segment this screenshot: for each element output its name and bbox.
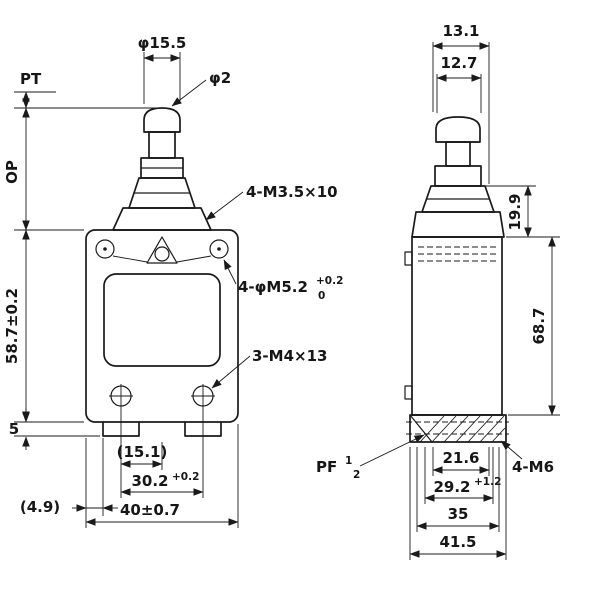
callout-mount-hole: 4-φM5.2 — [238, 278, 308, 296]
dim-41-5: 41.5 — [439, 533, 476, 551]
side-annotations: PF 1 2 4-M6 — [316, 434, 554, 481]
callout-mount-hole-tol-lower: 0 — [318, 290, 325, 302]
dim-pin-diameter: φ2 — [209, 69, 231, 87]
front-plunger — [112, 107, 212, 231]
switch-head — [411, 211, 505, 238]
dim-top-outer: 13.1 — [442, 22, 479, 40]
side-view: 13.1 12.7 19.9 68.7 21.6 29.2 + — [316, 22, 560, 560]
front-view: φ15.5 φ2 PT OP 58.7±0.2 5 — [3, 34, 343, 528]
conduit-hatching — [419, 415, 506, 443]
side-dimensions: 13.1 12.7 19.9 68.7 21.6 29.2 + — [409, 22, 560, 560]
body-outline — [85, 229, 239, 423]
head-ornament-triangle — [146, 236, 178, 264]
callout-conduit-frac-num: 1 — [345, 455, 352, 467]
dim-hole-span: 30.2 — [131, 472, 168, 490]
dim-body-width: 40±0.7 — [120, 501, 180, 519]
plunger-stem — [148, 131, 176, 159]
side-tab — [404, 385, 413, 400]
dim-operating-position-label: OP — [3, 160, 21, 184]
callout-conduit-frac-den: 2 — [353, 469, 360, 481]
side-tab — [404, 251, 413, 266]
head-screw-hole — [209, 239, 229, 259]
callout-mount-bolts: 4-M6 — [512, 458, 554, 476]
body-outline — [411, 236, 503, 416]
dim-29-2: 29.2 — [433, 478, 470, 496]
plunger-stem — [445, 141, 471, 167]
callout-conduit-thread: PF — [316, 458, 337, 476]
dim-hole-span-tol: +0.2 — [172, 471, 199, 483]
dim-foot-height: 5 — [9, 420, 19, 438]
dim-top-inner: 12.7 — [440, 54, 477, 72]
head-screw-hole — [95, 239, 115, 259]
callout-terminal-screws: 3-M4×13 — [252, 347, 327, 365]
plunger-dome — [143, 107, 181, 133]
side-body — [404, 236, 509, 443]
dim-cap-diameter: φ15.5 — [138, 34, 187, 52]
dim-edge-offset: (4.9) — [20, 498, 60, 516]
dim-inner-span: (15.1) — [117, 443, 168, 461]
front-dimensions: φ15.5 φ2 PT OP 58.7±0.2 5 — [3, 34, 239, 528]
side-plunger — [411, 116, 505, 238]
dim-head-height: 19.9 — [506, 193, 524, 230]
plunger-collar — [434, 165, 482, 187]
dim-body-height: 58.7±0.2 — [3, 288, 21, 364]
dim-body-height: 68.7 — [530, 307, 548, 344]
dim-pretravel-label: PT — [20, 70, 42, 88]
dim-35: 35 — [448, 505, 469, 523]
cover-plate — [103, 273, 221, 367]
front-body — [85, 229, 239, 437]
switch-head — [112, 207, 212, 231]
plunger-dome — [435, 116, 481, 143]
callout-mount-hole-tol-upper: +0.2 — [316, 275, 343, 287]
dim-21-6: 21.6 — [442, 449, 479, 467]
head-center-hole — [154, 246, 170, 262]
front-annotations: 4-M3.5×10 4-φM5.2 +0.2 0 3-M4×13 — [205, 183, 343, 389]
dim-29-2-tol: +1.2 — [474, 476, 501, 488]
conduit-section — [409, 414, 507, 443]
callout-head-screws: 4-M3.5×10 — [246, 183, 338, 201]
